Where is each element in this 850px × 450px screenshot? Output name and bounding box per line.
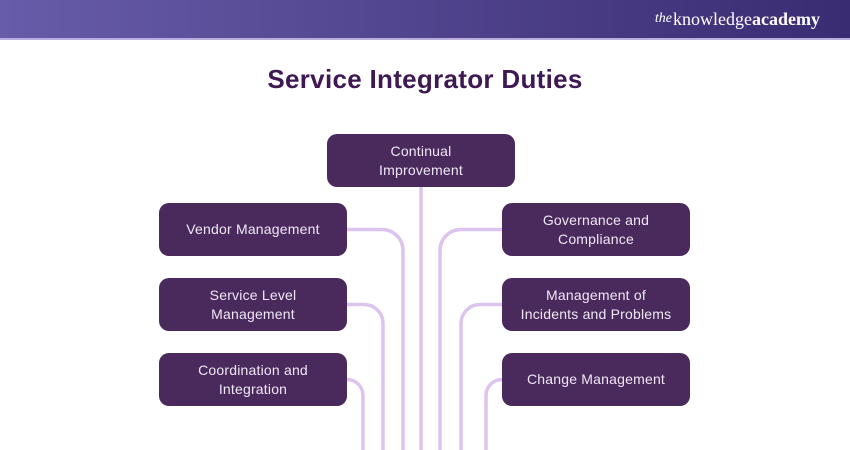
node-change-management: Change Management [502, 353, 690, 406]
connector-vendor [347, 227, 405, 450]
logo-knowledge: knowledge [673, 8, 753, 29]
node-vendor-management: Vendor Management [159, 203, 347, 256]
page-title: Service Integrator Duties [267, 64, 583, 94]
connector-change [484, 377, 503, 450]
node-incidents-problems: Management of Incidents and Problems [502, 278, 690, 331]
logo-academy: academy [752, 8, 820, 29]
connector-service-level [347, 302, 385, 450]
node-continual-improvement: Continual Improvement [327, 134, 515, 187]
node-coordination-integration: Coordination and Integration [159, 353, 347, 406]
connector-coordination [346, 377, 365, 450]
logo-the: the [654, 11, 673, 26]
connector-governance [438, 227, 502, 450]
node-service-level-management: Service Level Management [159, 278, 347, 331]
connector-incidents [459, 302, 502, 450]
node-governance-compliance: Governance and Compliance [502, 203, 690, 256]
